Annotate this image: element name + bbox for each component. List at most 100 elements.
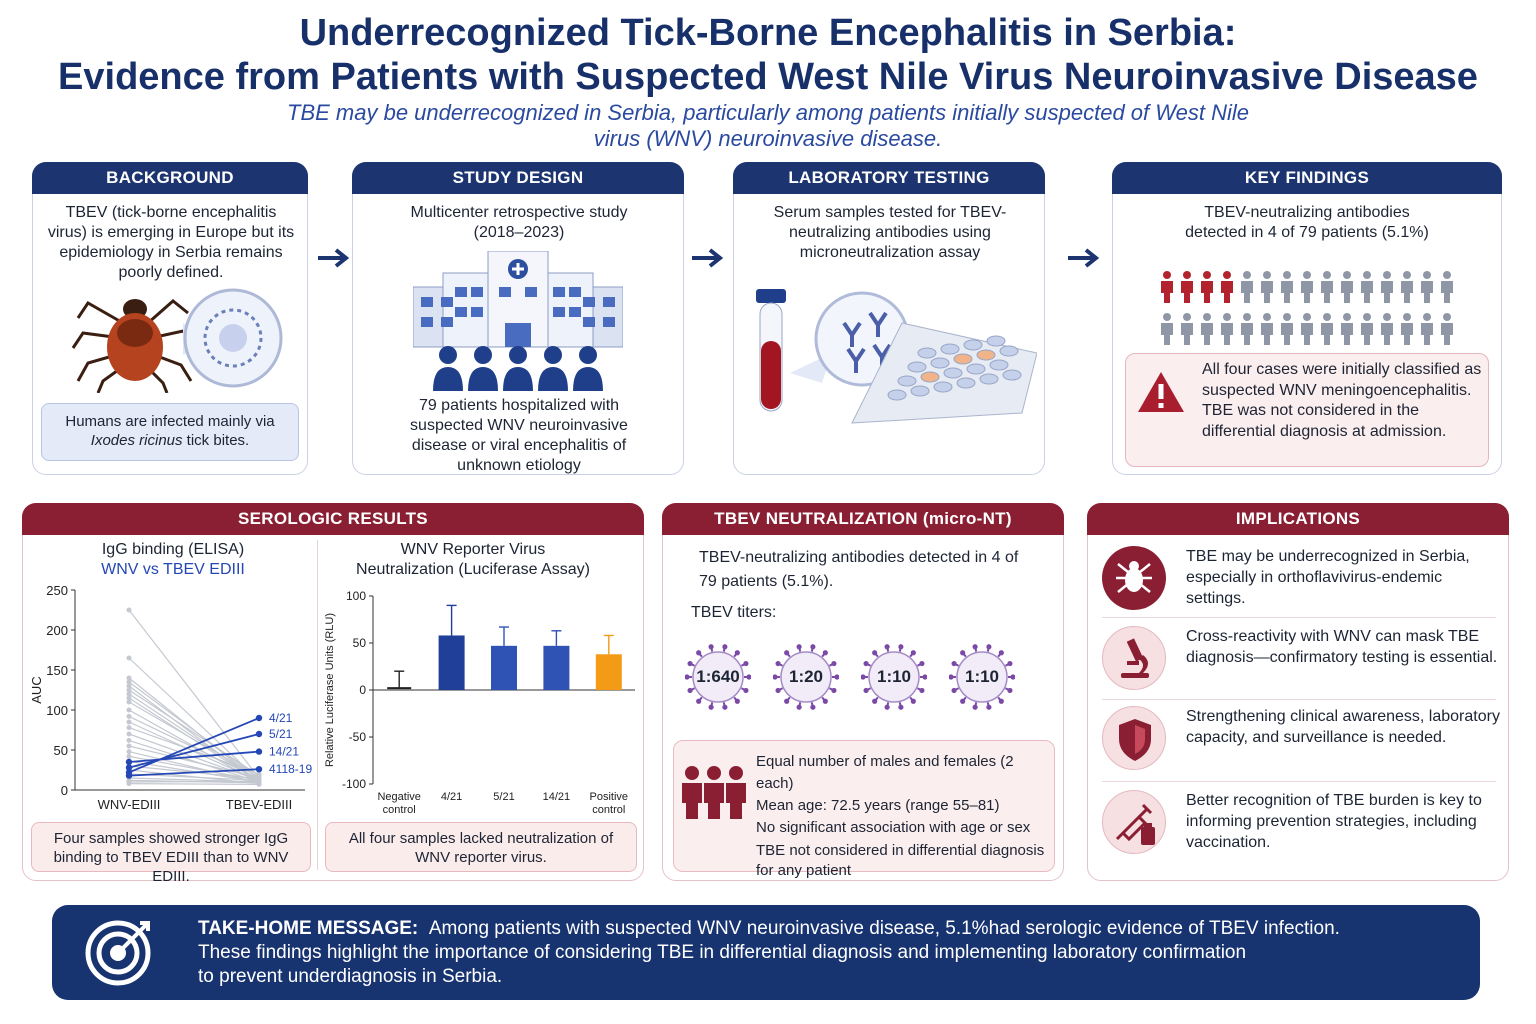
arrow-right-icon	[692, 248, 724, 268]
person-icon	[1241, 313, 1253, 345]
study-design-caption: 79 patients hospitalized with suspected …	[410, 397, 628, 474]
person-icon	[1261, 271, 1273, 303]
serologic-card: SEROLOGIC RESULTS IgG binding (ELISA) WN…	[22, 503, 644, 885]
data-point	[126, 679, 132, 685]
data-point	[126, 691, 132, 697]
person-icon	[1401, 313, 1413, 345]
paired-line	[128, 751, 260, 784]
neutralization-heading: TBEV NEUTRALIZATION (micro-NT)	[662, 503, 1064, 535]
implication-text: Better recognition of TBE burden is key …	[1186, 792, 1482, 851]
data-point	[126, 687, 132, 693]
blood-tube-icon	[756, 289, 786, 412]
person-icon	[1441, 313, 1453, 345]
background-card: BACKGROUND TBEV (tick-borne encephalitis…	[32, 162, 308, 475]
person-icon	[1321, 271, 1333, 303]
key-findings-text: TBEV-neutralizing antibodies detected in…	[1185, 204, 1429, 241]
person-icon	[1381, 271, 1393, 303]
paired-line	[128, 609, 260, 779]
data-point	[126, 749, 132, 755]
tick-virus-illustration	[71, 288, 283, 393]
data-point	[126, 699, 132, 705]
x-tick-label: Positive	[590, 791, 629, 803]
data-point	[125, 772, 133, 779]
x-tick-label: TBEV-EDIII	[226, 797, 292, 810]
y-tick-label: -100	[342, 777, 366, 791]
y-tick-label: 0	[61, 783, 68, 798]
data-point	[256, 781, 262, 787]
data-point	[126, 683, 132, 689]
y-tick-label: 200	[46, 623, 68, 638]
series-label: 5/21	[269, 727, 293, 741]
study-design-card: STUDY DESIGN Multicenter retrospective s…	[352, 162, 684, 475]
person-icon	[1261, 313, 1273, 345]
implication-text: Strengthening clinical awareness, labora…	[1186, 708, 1500, 746]
titer-badge: 1:20	[772, 644, 840, 710]
x-tick-label: 14/21	[543, 791, 571, 803]
data-point	[126, 713, 132, 719]
titer-badge: 1:10	[948, 644, 1016, 710]
bar	[595, 654, 622, 690]
data-point	[126, 695, 132, 701]
person-icon	[1201, 313, 1213, 345]
study-design-text: Multicenter retrospective study (2018–20…	[410, 204, 628, 241]
subtitle: TBE may be underrecognized in Serbia, pa…	[287, 100, 1249, 151]
arrow-right-icon	[1068, 248, 1100, 268]
implication-item: Cross-reactivity with WNV can mask TBE d…	[1102, 622, 1497, 698]
virus-icon	[948, 644, 1016, 710]
person-icon	[1421, 313, 1433, 345]
y-tick-label: 0	[359, 683, 366, 697]
data-point	[126, 753, 132, 759]
highlighted-line	[128, 768, 260, 777]
key-findings-card: KEY FINDINGS TBEV-neutralizing antibodie…	[1112, 162, 1502, 475]
data-point	[255, 748, 263, 755]
data-point	[126, 607, 132, 613]
neutralization-text: TBEV-neutralizing antibodies detected in…	[699, 549, 1019, 590]
data-point	[255, 714, 263, 722]
data-point	[256, 771, 262, 777]
tick-icon	[1116, 561, 1152, 593]
series-label: 4/21	[269, 711, 293, 725]
person-icon	[1441, 271, 1453, 303]
lab-testing-text: Serum samples tested for TBEV-neutralizi…	[773, 204, 1007, 261]
demo-line: Equal number of males and females (2 eac…	[756, 753, 1014, 792]
paired-line	[128, 745, 260, 779]
person-icon	[1401, 271, 1413, 303]
person-icon	[1281, 313, 1293, 345]
x-tick-label: control	[592, 804, 625, 816]
luciferase-subtitle: Neutralization (Luciferase Assay)	[356, 561, 590, 578]
virus-icon	[772, 644, 840, 710]
hospital-icon	[413, 251, 623, 391]
virus-icon	[684, 644, 752, 710]
person-icon	[1281, 271, 1293, 303]
implication-item: Strengthening clinical awareness, labora…	[1102, 702, 1500, 778]
paired-line	[128, 681, 260, 780]
syringe-icon	[1115, 803, 1155, 845]
person-icon	[1301, 313, 1313, 345]
warning-text: All four cases were initially classified…	[1202, 361, 1482, 440]
microscope-icon	[1121, 638, 1149, 678]
y-axis-label: Relative Luciferase Units (RLU)	[324, 613, 336, 767]
data-point	[126, 781, 132, 787]
y-tick-label: 250	[46, 583, 68, 598]
person-icon	[1181, 313, 1193, 345]
take-home-line3: to prevent underdiagnosis in Serbia.	[198, 966, 503, 987]
highlighted-line	[128, 717, 260, 774]
x-tick-label: control	[383, 804, 416, 816]
data-point	[126, 731, 132, 737]
data-point	[125, 758, 133, 766]
demo-line: No significant association with age or s…	[756, 819, 1031, 836]
key-findings-heading: KEY FINDINGS	[1112, 162, 1502, 194]
data-point	[126, 707, 132, 713]
titer-badge: 1:10	[860, 644, 928, 710]
people-icon	[682, 766, 746, 819]
y-tick-label: 50	[353, 636, 367, 650]
luciferase-title: WNV Reporter Virus	[400, 541, 546, 558]
person-icon	[1341, 313, 1353, 345]
x-tick-label: WNV-EDIII	[98, 797, 161, 810]
bar	[438, 635, 465, 690]
bar	[543, 645, 570, 690]
take-home-line2: These findings highlight the importance …	[198, 942, 1247, 963]
implication-text: TBE may be underrecognized in Serbia, es…	[1186, 548, 1470, 607]
